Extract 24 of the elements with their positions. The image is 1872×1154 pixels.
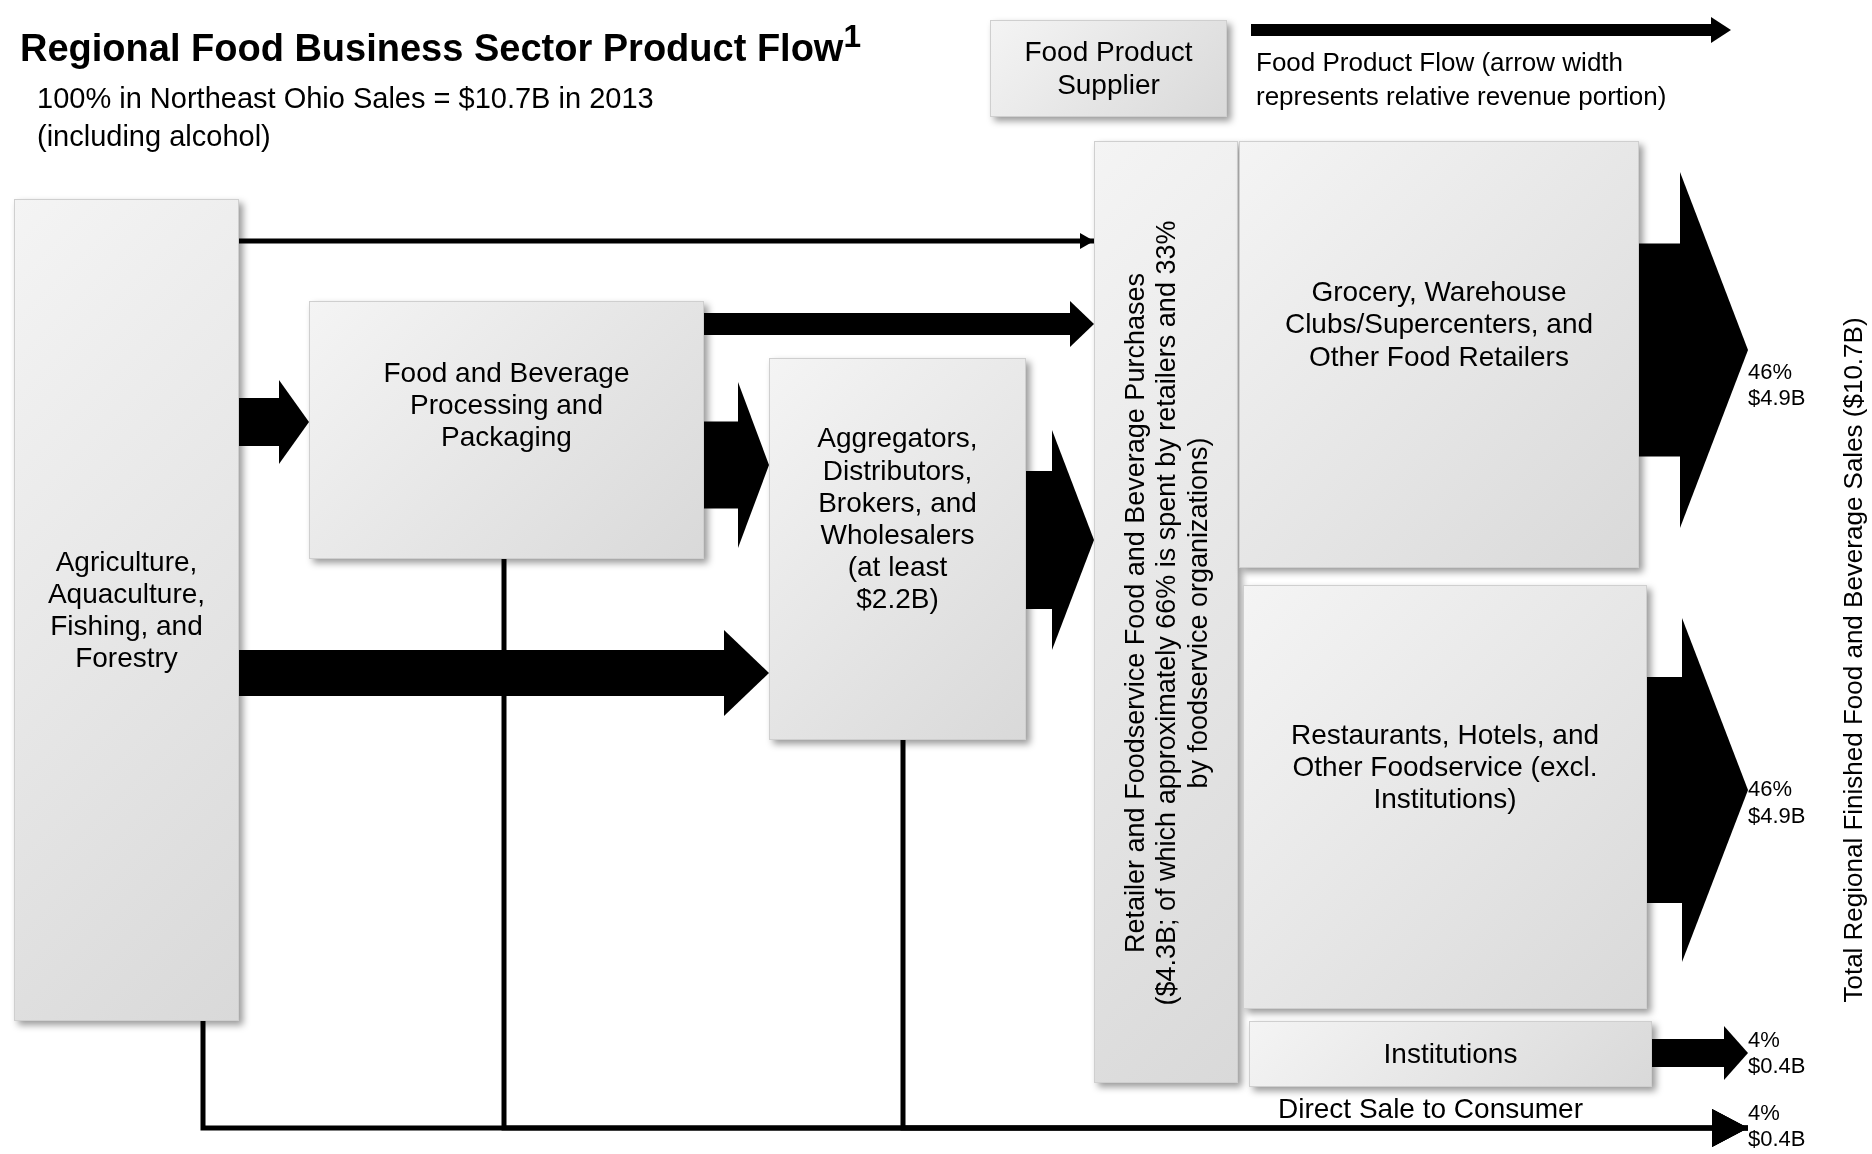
process-box (1249, 1021, 1652, 1087)
node-text: 4% $0.4B (1748, 1026, 1807, 1080)
node-text: ($4.3B; of which approximately 66% is spent by retailers and 33% by foodservice organizations) (1151, 219, 1214, 1008)
node-text: Food and Beverage Processing and Packaging (382, 356, 631, 454)
node-text: 46% $4.9B (1748, 358, 1807, 412)
legend-text: Food Product Flow (arrow width represents relative revenue portion) (1256, 46, 1668, 113)
node-text: 46% $4.9B (1748, 776, 1807, 829)
node-text: Agriculture, Aquaculture, Fishing, and Forestry (46, 545, 207, 675)
category-band (1094, 141, 1238, 1083)
node-text: Restaurants, Hotels, and Other Foodservice (excl. Institutions) (1289, 718, 1601, 816)
node-text: Aggregators, Distributors, Brokers, and Wholesalers (at least $2.2B) (816, 422, 979, 616)
node-text: Grocery, Warehouse Clubs/Supercenters, and Other Food Retailers (1283, 276, 1595, 373)
process-box (309, 301, 704, 559)
legend-text: Food Product Supplier (1023, 36, 1194, 101)
subtitle: 100% in Northeast Ohio Sales = $10.7B in 2013 (including alcohol) (37, 81, 655, 154)
node-text: Retailer and Foodservice Food and Beverage Purchases (1120, 273, 1152, 953)
process-box (769, 358, 1026, 740)
axis-label: Total Regional Finished Food and Beverage Sales ($10.7B) (1837, 316, 1869, 1005)
node-text: Institutions (1383, 1037, 1518, 1071)
node-text: 4% $0.4B (1748, 1099, 1807, 1153)
title: Regional Food Business Sector Product Flow$^{1}$ (20, 18, 862, 70)
process-box (1239, 141, 1639, 568)
process-box (14, 199, 239, 1021)
process-box (1243, 585, 1647, 1009)
